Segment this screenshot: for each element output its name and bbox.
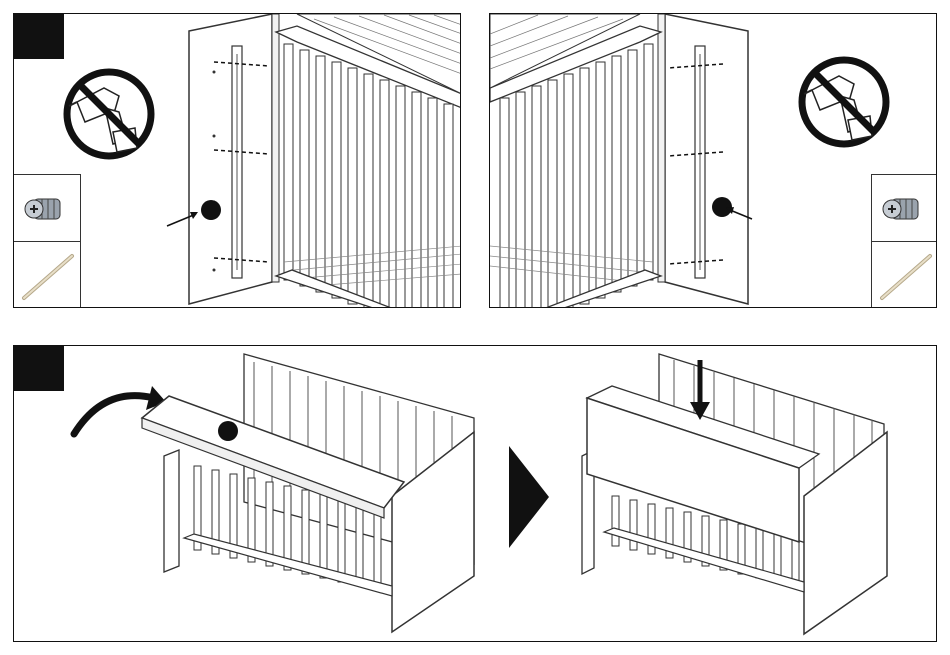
- crib-side-panel-illustration: [490, 14, 937, 308]
- panel-step-top-right: [489, 13, 937, 308]
- crib-side-panel-illustration: [14, 14, 461, 308]
- panel-step-bottom: [13, 345, 937, 642]
- panel-step-top-left: [13, 13, 461, 308]
- crib-panel-installed-illustration: [14, 346, 937, 642]
